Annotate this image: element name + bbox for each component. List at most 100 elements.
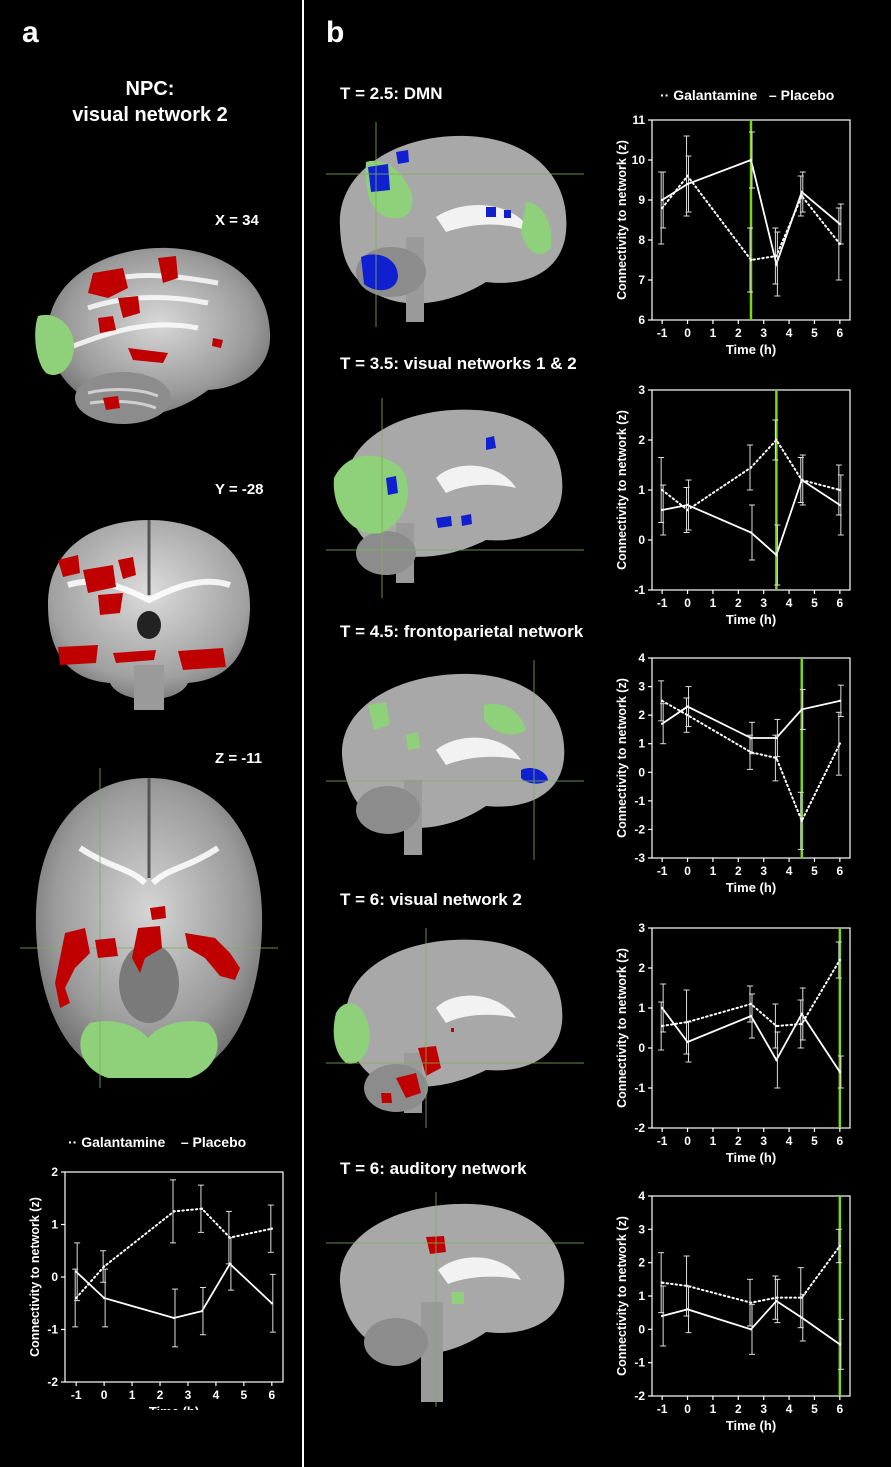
chart-b2-ytick-label-0: -1 — [634, 583, 645, 597]
chart-b3-ytick-label-5: 2 — [638, 708, 645, 722]
chart-b4-xtick-label-7: 6 — [837, 1134, 844, 1148]
chart-a-series-galantamine-line — [75, 1207, 273, 1299]
chart-b5-xtick-label-7: 6 — [837, 1402, 844, 1416]
chart-b5-series-placebo-line — [661, 1299, 841, 1346]
chart-b3-xtick-label-3: 2 — [735, 864, 742, 878]
chart-b1-series-placebo-point-0 — [660, 198, 664, 202]
chart-a-ytick-label-1: -1 — [47, 1323, 58, 1337]
panel-a-letter: a — [22, 16, 39, 49]
chart-b1-ytick-label-4: 10 — [632, 153, 646, 167]
chart-a-series-placebo-point-5 — [270, 1302, 274, 1305]
chart-b2-series-galantamine-point-3 — [775, 438, 778, 442]
chart-b2-xtick-label-5: 4 — [786, 596, 793, 610]
chart-b3-series-placebo-point-1 — [686, 705, 689, 708]
chart-b3-series-placebo-line — [661, 699, 841, 739]
chart-b5-ytick-label-2: 0 — [638, 1322, 645, 1336]
chart-b1-xtick-label-5: 4 — [786, 326, 793, 340]
chart-b2-ytick-label-1: 0 — [638, 533, 645, 547]
chart-a-series-placebo-point-2 — [172, 1316, 176, 1320]
chart-b5-xtick-label-2: 1 — [710, 1402, 717, 1416]
chart-b5-xtick-label-1: 0 — [684, 1402, 691, 1416]
brain-image-visual-2 — [326, 928, 584, 1128]
chart-b2-xlabel: Time (h) — [726, 612, 776, 627]
npc-title: NPC: visual network 2 — [40, 76, 260, 128]
legend-b-placebo-label: Placebo — [780, 87, 835, 103]
chart-b2-series-placebo-point-2 — [749, 531, 753, 534]
chart-b5-series-galantamine-point-5 — [838, 1244, 842, 1248]
chart-a-xtick-label-5: 4 — [213, 1388, 220, 1402]
legend-a-placebo-swatch: – — [180, 1134, 189, 1150]
coronal-brain-image-y-28 — [48, 520, 250, 710]
row-title-dmn: T = 2.5: DMN — [340, 84, 443, 103]
chart-b2-ytick-label-4: 3 — [638, 383, 645, 397]
slice-label-x: X = 34 — [215, 212, 259, 229]
chart-b5-xtick-label-6: 5 — [811, 1402, 818, 1416]
chart-b5-series-galantamine-point-0 — [660, 1281, 664, 1284]
chart-b3-xtick-label-6: 5 — [811, 864, 818, 878]
chart-b4-series-placebo-point-3 — [775, 1058, 778, 1062]
chart-b3-frame — [651, 657, 851, 859]
chart-b1-xtick-label-3: 2 — [735, 326, 742, 340]
chart-b5-series-galantamine-line — [661, 1245, 841, 1304]
chart-b4-series-galantamine-point-3 — [775, 1024, 778, 1028]
chart-a-series-placebo-point-0 — [74, 1270, 78, 1273]
chart-b1-xtick-label-7: 6 — [837, 326, 844, 340]
chart-b2-series-placebo-point-5 — [838, 503, 842, 507]
chart-b4-series-galantamine-line — [661, 959, 841, 1028]
chart-b1-ytick-label-3: 9 — [638, 193, 645, 207]
chart-b4-series-placebo-point-1 — [686, 1040, 689, 1044]
chart-b3-ylabel: Connectivity to network (z) — [615, 678, 629, 838]
brain-image-auditory — [326, 1192, 584, 1407]
chart-b1-xtick-label-4: 3 — [760, 326, 767, 340]
chart-b4-series-placebo-point-2 — [749, 1014, 753, 1018]
legend-a-galantamine-label: Galantamine — [81, 1134, 166, 1150]
sagittal-brain-image-x34 — [35, 247, 271, 424]
chart-b4-series-placebo-point-0 — [660, 1006, 664, 1010]
chart-b4-ytick-label-3: 1 — [638, 1001, 645, 1015]
chart-b1-series-placebo-point-1 — [686, 182, 689, 186]
chart-b5-series-placebo-point-3 — [775, 1299, 778, 1303]
chart-b3-series-placebo-point-3 — [775, 736, 778, 740]
chart-b5-ytick-label-6: 4 — [638, 1189, 645, 1203]
chart-a-series-galantamine-point-2 — [172, 1210, 176, 1213]
chart-a-series-galantamine-point-3 — [200, 1207, 204, 1210]
chart-b3-series-placebo-point-4 — [800, 708, 803, 711]
chart-b2-series-placebo-point-1 — [686, 503, 689, 507]
brain-image-dmn — [326, 122, 584, 327]
chart-b4-xtick-label-6: 5 — [811, 1134, 818, 1148]
chart-a-series-placebo-point-4 — [228, 1262, 232, 1266]
chart-b5-ytick-label-4: 2 — [638, 1256, 645, 1270]
chart-b3-xtick-label-5: 4 — [786, 864, 793, 878]
chart-b5-series-placebo-point-5 — [838, 1343, 842, 1346]
npc-title-line2: visual network 2 — [72, 104, 228, 126]
chart-b5-series-placebo-point-2 — [749, 1328, 753, 1331]
chart-b1-series-galantamine-point-2 — [749, 258, 753, 262]
chart-b1-xtick-label-1: 0 — [684, 326, 691, 340]
chart-b2-xtick-label-2: 1 — [710, 596, 717, 610]
row-title-visual-2: T = 6: visual network 2 — [340, 890, 522, 909]
chart-b3-xtick-label-4: 3 — [760, 864, 767, 878]
chart-a-xlabel: Time (h) — [149, 1404, 199, 1410]
legend-a: ·· Galantamine – Placebo — [68, 1134, 246, 1150]
chart-b3-xtick-label-2: 1 — [710, 864, 717, 878]
chart-b3-series-galantamine-point-4 — [800, 819, 803, 823]
chart-b1-series-placebo-line — [661, 158, 841, 268]
chart-b3-ytick-label-4: 1 — [638, 737, 645, 751]
chart-b4-xtick-label-1: 0 — [684, 1134, 691, 1148]
chart-b2-xtick-label-3: 2 — [735, 596, 742, 610]
chart-b1-series-placebo-point-4 — [800, 190, 803, 194]
chart-b1-series-placebo-point-5 — [838, 222, 842, 226]
legend-b-galantamine-label: Galantamine — [673, 87, 758, 103]
chart-a-ytick-label-2: 0 — [51, 1270, 58, 1284]
chart-b2-xtick-label-4: 3 — [760, 596, 767, 610]
chart-b3-ytick-label-3: 0 — [638, 765, 645, 779]
chart-a-xtick-label-7: 6 — [268, 1388, 275, 1402]
chart-b5-xlabel: Time (h) — [726, 1418, 776, 1433]
chart-b4-xtick-label-5: 4 — [786, 1134, 793, 1148]
